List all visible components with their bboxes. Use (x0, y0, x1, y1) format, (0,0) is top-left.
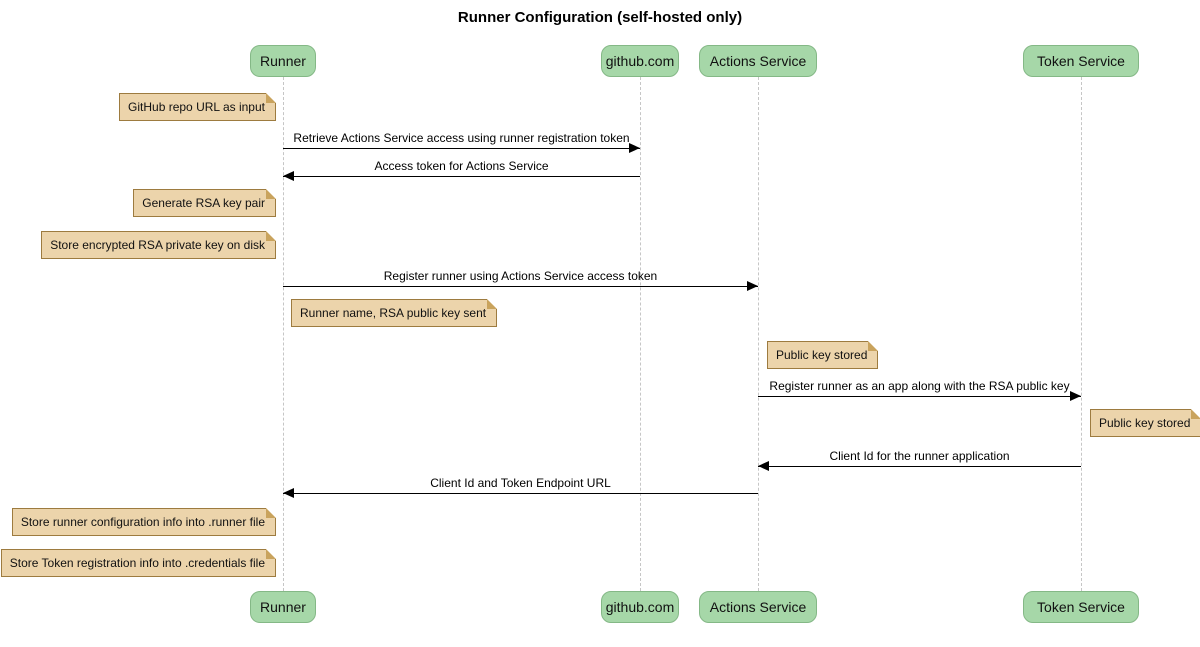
message-line (283, 176, 640, 177)
message-line (283, 493, 758, 494)
note-fold-icon (266, 508, 276, 518)
participant-token-service-top: Token Service (1023, 45, 1139, 77)
diagram-title: Runner Configuration (self-hosted only) (457, 9, 743, 26)
participant-label: Token Service (1037, 599, 1125, 615)
note-text: Store Token registration info into .cred… (9, 556, 265, 570)
note-fold-icon (266, 549, 276, 559)
participant-token-service-bottom: Token Service (1023, 591, 1139, 623)
message-line (758, 396, 1081, 397)
message-label: Register runner using Actions Service ac… (383, 269, 658, 283)
note-fold-icon (266, 93, 276, 103)
note-fold-icon (266, 231, 276, 241)
note-text: GitHub repo URL as input (128, 100, 265, 114)
message-label: Access token for Actions Service (374, 159, 549, 173)
note-runner-name-key-sent: Runner name, RSA public key sent (291, 299, 498, 327)
participant-label: Runner (260, 599, 306, 615)
participant-label: Token Service (1037, 53, 1125, 69)
note-fold-icon (487, 299, 498, 309)
arrowhead-left-icon (283, 171, 294, 181)
note-text: Store encrypted RSA private key on disk (50, 238, 265, 252)
note-store-private-key: Store encrypted RSA private key on disk (41, 231, 276, 259)
message-line (283, 148, 640, 149)
message-line (283, 286, 758, 287)
arrowhead-right-icon (1070, 391, 1081, 401)
note-public-key-stored-token: Public key stored (1090, 409, 1200, 437)
participant-runner-top: Runner (250, 45, 316, 77)
message-label: Register runner as an app along with the… (769, 379, 1070, 393)
note-fold-icon (1191, 409, 1200, 419)
participant-label: Actions Service (709, 599, 807, 615)
message-label: Client Id and Token Endpoint URL (430, 476, 611, 490)
note-public-key-stored-actions: Public key stored (767, 341, 879, 369)
participant-runner-bottom: Runner (250, 591, 316, 623)
arrowhead-left-icon (758, 461, 769, 471)
lifeline-github (640, 77, 641, 591)
note-text: Generate RSA key pair (142, 196, 265, 210)
arrowhead-left-icon (283, 488, 294, 498)
message-line (758, 466, 1081, 467)
arrowhead-right-icon (747, 281, 758, 291)
participant-actions-service-top: Actions Service (699, 45, 817, 77)
participant-label: Actions Service (709, 53, 807, 69)
note-fold-icon (868, 341, 879, 351)
participant-actions-service-bottom: Actions Service (699, 591, 817, 623)
participant-label: Runner (260, 53, 306, 69)
note-text: Store runner configuration info into .ru… (20, 515, 265, 529)
note-text: Public key stored (776, 348, 868, 362)
note-text: Runner name, RSA public key sent (300, 306, 487, 320)
note-store-runner-file: Store runner configuration info into .ru… (11, 508, 276, 536)
lifeline-actions-service (758, 77, 759, 591)
participant-github-top: github.com (601, 45, 679, 77)
note-generate-rsa-key: Generate RSA key pair (133, 189, 276, 217)
note-fold-icon (266, 189, 276, 199)
participant-label: github.com (605, 53, 675, 69)
lifeline-token-service (1081, 77, 1082, 591)
message-label: Client Id for the runner application (829, 449, 1010, 463)
arrowhead-right-icon (629, 143, 640, 153)
participant-label: github.com (605, 599, 675, 615)
lifeline-runner (283, 77, 284, 591)
participant-github-bottom: github.com (601, 591, 679, 623)
note-text: Public key stored (1099, 416, 1191, 430)
message-label: Retrieve Actions Service access using ru… (293, 131, 630, 145)
note-store-credentials-file: Store Token registration info into .cred… (0, 549, 276, 577)
note-github-repo-url: GitHub repo URL as input (119, 93, 276, 121)
